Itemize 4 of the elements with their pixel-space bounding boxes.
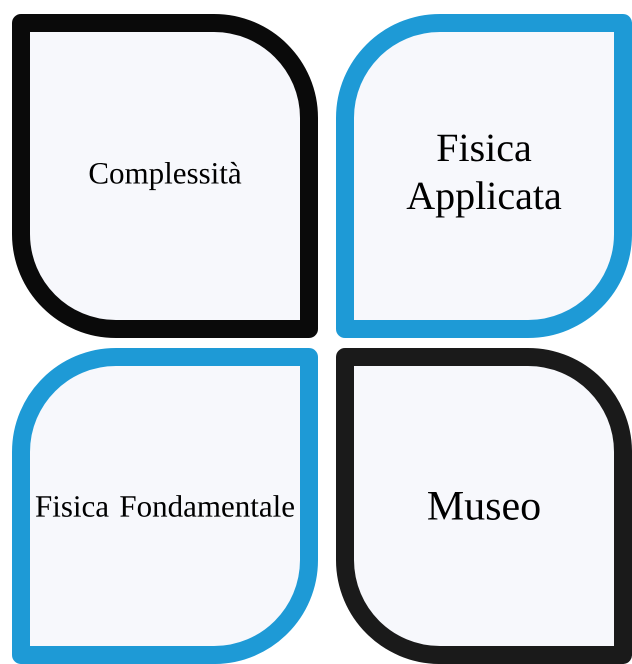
tile: Fisica Fondamentale: [12, 348, 318, 664]
tile: Complessità: [12, 14, 318, 338]
tile: Fisica Applicata: [336, 14, 632, 338]
tile: Museo: [336, 348, 632, 664]
